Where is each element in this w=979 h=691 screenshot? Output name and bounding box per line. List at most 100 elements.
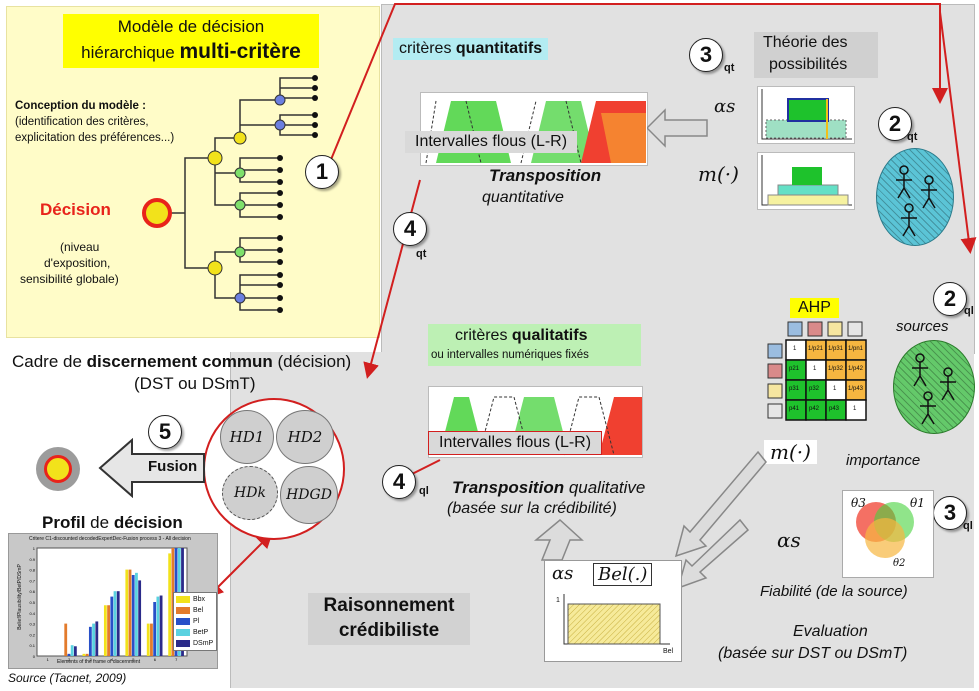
- y-tick-label: 0.5: [29, 600, 35, 605]
- step-2ql-sub: ql: [964, 305, 974, 317]
- quantitatifs-pre: critères: [399, 40, 456, 57]
- possibility-chart-1: [757, 86, 855, 144]
- ahp-cell: p31: [789, 386, 800, 392]
- ahp-cell: 1/pn1: [848, 346, 864, 352]
- hdk-bubble: HDk: [222, 466, 278, 520]
- y-tick-label: 0.3: [29, 622, 35, 627]
- bar-bel: [150, 623, 153, 656]
- bar-betp: [156, 596, 160, 656]
- fusion-arrow: [98, 438, 205, 498]
- bar-dsmp: [159, 595, 163, 656]
- importance-label: importance: [846, 452, 921, 469]
- transposition-quant-sub: quantitative: [482, 189, 564, 206]
- ahp-cell: 1/p32: [828, 366, 844, 372]
- step-4ql-badge: 4: [382, 465, 416, 499]
- ahp-cell: p32: [809, 386, 820, 392]
- y-tick-label: 0.2: [29, 632, 35, 637]
- hd1-label: HD1: [229, 428, 265, 446]
- legend-label: BetP: [193, 629, 209, 636]
- profil-rest: de: [85, 513, 114, 532]
- legend-label: DSmP: [193, 640, 214, 647]
- m-dot-ahp: m(·): [764, 440, 817, 464]
- arrow-to-fuzzy: [647, 108, 708, 148]
- qualitatifs-sub: ou intervalles numériques fixés: [431, 349, 589, 361]
- legend-item: Bbx: [176, 594, 214, 605]
- step-4qt-badge: 4: [393, 212, 427, 246]
- profil-title: Profil de décision: [42, 513, 183, 533]
- bar-bel: [64, 623, 68, 656]
- hd2-label: HD2: [287, 428, 323, 446]
- transposition-qual: Transposition qualitative: [452, 478, 645, 498]
- y-tick-label: 0.9: [29, 557, 35, 562]
- bar-bbx: [146, 623, 150, 656]
- bar-bel: [128, 569, 132, 656]
- ahp-cell: 1/p21: [808, 346, 824, 352]
- raisonnement-line2: crédibiliste: [338, 620, 440, 641]
- step-4qt-sub: qt: [416, 248, 427, 260]
- cadre-title: Cadre de discernement commun (décision): [12, 352, 351, 372]
- theta-3: θ3: [851, 496, 866, 510]
- quantitatifs-label: critères quantitatifs: [393, 38, 549, 60]
- legend-label: Bel: [193, 607, 204, 614]
- conception-title: Conception du modèle :: [15, 100, 146, 112]
- transposition-quant: Transposition: [489, 166, 602, 185]
- source-citation: Source (Tacnet, 2009): [8, 671, 127, 685]
- bar-pl: [131, 575, 135, 656]
- theorie-line2: possibilités: [769, 56, 848, 73]
- model-title-line2: hiérarchique multi-critère: [63, 40, 319, 64]
- hd1-bubble: HD1: [220, 410, 274, 464]
- ahp-cell: 1: [793, 346, 797, 352]
- x-tick-label: 5: [132, 657, 135, 662]
- model-title-box: [63, 14, 319, 68]
- ahp-label: AHP: [790, 298, 839, 318]
- y-tick-label: 0.7: [29, 578, 35, 583]
- ahp-cell: p43: [829, 406, 840, 412]
- bar-bel: [171, 548, 175, 656]
- ahp-cell: p42: [809, 406, 820, 412]
- bel-alpha: αs: [552, 563, 574, 584]
- conception-line3: explicitation des préférences...): [15, 132, 175, 144]
- step-2qt-badge: 2: [878, 107, 912, 141]
- x-tick-label: 4: [111, 657, 114, 662]
- venn-diagram: [856, 502, 914, 558]
- x-tick-label: 6: [154, 657, 157, 662]
- bar-bbx: [125, 569, 129, 656]
- theorie-line1: Théorie des: [763, 34, 848, 51]
- cadre-pre: Cadre de: [12, 352, 87, 371]
- bar-dsmp: [95, 621, 99, 656]
- step-2ql-badge: 2: [933, 282, 967, 316]
- quantitatifs-bold: quantitatifs: [455, 40, 543, 57]
- y-tick-label: 0.8: [29, 568, 35, 573]
- conception-line2: (identification des critères,: [15, 116, 149, 128]
- model-title-line1: Modèle de décision: [117, 17, 265, 36]
- people-icon-bottom: [912, 353, 956, 425]
- m-dot-top: m(·): [698, 162, 739, 186]
- hierarchy-tree: [142, 75, 318, 313]
- bar-bbx: [168, 553, 172, 656]
- cadre-post: (décision): [272, 352, 352, 371]
- legend-label: Pl: [193, 618, 200, 625]
- hd2-bubble: HD2: [276, 410, 334, 464]
- raisonnement-line1: Raisonnement: [323, 595, 455, 616]
- alpha-s-top: αs: [714, 96, 736, 117]
- bel-label: Bel(.): [593, 563, 653, 586]
- y-tick-label: 1: [33, 546, 36, 551]
- bar-pl: [67, 653, 71, 656]
- bel-axis-x: Bel: [663, 648, 674, 655]
- theorie-box: [754, 32, 878, 78]
- people-icon-top: [896, 165, 937, 237]
- transposition-qual-bold: Transposition: [452, 478, 565, 497]
- mini-chart-title: Critere C1-discounted decodedExpertDec-F…: [29, 536, 191, 542]
- ahp-cell: p41: [789, 406, 800, 412]
- theta-1: θ1: [910, 496, 925, 510]
- bar-betp: [135, 572, 138, 656]
- mini-chart-xlabel: Elements of the frame of discernment: [57, 659, 141, 665]
- hdgd-bubble: HDGD: [280, 466, 338, 524]
- bar-betp: [70, 645, 74, 656]
- bar-bel: [107, 605, 110, 656]
- legend-item: BetP: [176, 627, 214, 638]
- bar-bbx: [82, 653, 86, 656]
- x-tick-label: 2: [68, 657, 71, 662]
- step-3ql-badge: 3: [933, 496, 967, 530]
